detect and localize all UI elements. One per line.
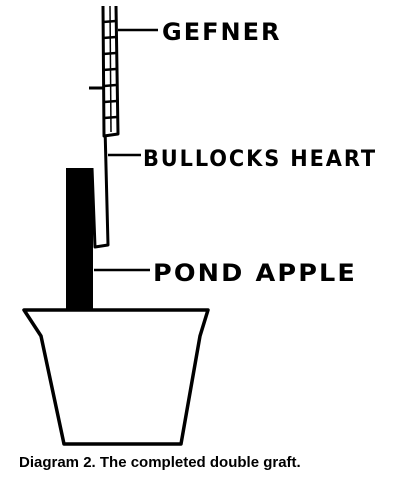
pond-apple-label: POND APPLE: [153, 259, 357, 287]
figure-caption: Diagram 2. The completed double graft.: [19, 454, 301, 471]
pond-apple-stem: [66, 168, 93, 310]
gefner-label: GEFNER: [162, 18, 281, 46]
bullocks-heart-label: BULLOCKS HEART: [143, 147, 377, 172]
flower-pot: [22, 308, 210, 446]
gefner-scion: [101, 5, 120, 138]
